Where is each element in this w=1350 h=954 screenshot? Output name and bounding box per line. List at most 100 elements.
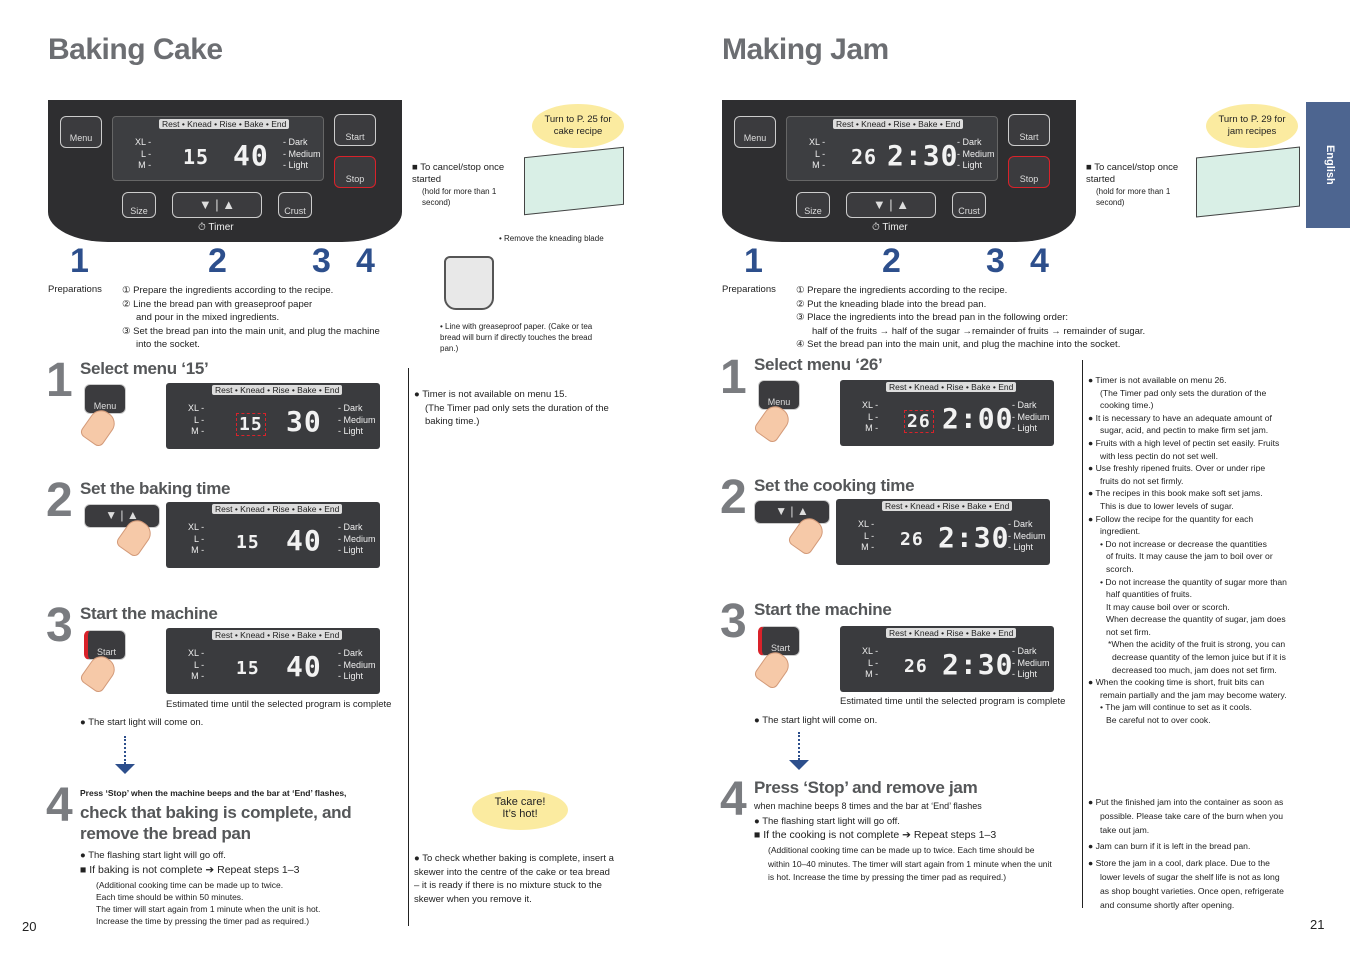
timer-arrows-step2[interactable]: ▼ | ▲	[84, 504, 160, 528]
page-title-left: Baking Cake	[48, 33, 223, 66]
cancel-note: ■ To cancel/stop once started(hold for m…	[412, 162, 505, 207]
take-care-bubble: Take care! It’s hot!	[472, 790, 568, 830]
lcd-step2: Rest • Knead • Rise • Bake • End XL -L -…	[836, 499, 1050, 565]
lcd-display: Rest • Knead • Rise • Bake • End XL -L -…	[786, 116, 998, 181]
bread-pan-icon	[444, 256, 494, 310]
crust-button[interactable]: Crust	[952, 192, 986, 218]
step4-sub: when machine beeps 8 times and the bar a…	[754, 801, 982, 811]
callout-4: 4	[1030, 242, 1049, 280]
start-button[interactable]: Start	[1008, 114, 1050, 146]
lcd-step3: Rest • Knead • Rise • Bake • End XL -L -…	[166, 628, 380, 694]
lcd-menu-number: 26	[904, 656, 928, 677]
language-tab: English	[1306, 102, 1350, 228]
size-button[interactable]: Size	[122, 192, 156, 218]
menu-button[interactable]: Menu	[734, 116, 776, 148]
preparations-list: ① Prepare the ingredients according to t…	[122, 285, 380, 350]
lcd-time: 30	[286, 405, 322, 438]
preparations-list: ① Prepare the ingredients according to t…	[796, 285, 1146, 350]
side-note-left: Timer is not available on menu 15.(The T…	[414, 388, 614, 429]
lcd-time: 40	[286, 650, 322, 683]
step-number-3: 3	[46, 599, 73, 652]
lcd-step1: Rest • Knead • Rise • Bake • End XL -L -…	[840, 380, 1054, 446]
lcd-menu-number: 15	[236, 413, 266, 436]
step4-note: The flashing start light will go off.	[754, 815, 900, 829]
lcd-step1: Rest • Knead • Rise • Bake • End XL -L -…	[166, 383, 380, 449]
step-number-1: 1	[720, 351, 747, 404]
start-light-note: The start light will come on.	[80, 716, 203, 730]
stop-button[interactable]: Stop	[334, 156, 376, 188]
menu-button-step1[interactable]: Menu	[758, 380, 800, 410]
timer-arrows[interactable]: ▼ | ▲	[846, 192, 936, 218]
lcd-crusts: - Dark- Medium- Light	[283, 137, 321, 170]
lcd-menu-number: 26	[851, 145, 878, 169]
page-number-right: 21	[1310, 917, 1325, 932]
callout-1: 1	[744, 242, 763, 280]
stop-button[interactable]: Stop	[1008, 156, 1050, 188]
flow-arrow	[124, 736, 126, 764]
step-number-4: 4	[46, 779, 73, 832]
timer-label: ⏱ Timer	[872, 222, 908, 233]
crust-button[interactable]: Crust	[278, 192, 312, 218]
menu-button-step1[interactable]: Menu	[84, 384, 126, 414]
step4-pre: Press ‘Stop’ when the machine beeps and …	[80, 788, 347, 798]
step-title-2: Set the cooking time	[754, 476, 915, 495]
preparations-label: Preparations	[722, 284, 776, 295]
callout-2: 2	[882, 242, 901, 280]
start-button[interactable]: Start	[334, 114, 376, 146]
menu-button[interactable]: Menu	[60, 116, 102, 148]
check-note: To check whether baking is complete, ins…	[414, 852, 614, 906]
start-button-step3[interactable]: Start	[84, 630, 126, 660]
lcd-menu-number: 26	[904, 410, 934, 433]
callout-3: 3	[986, 242, 1005, 280]
timer-label: ⏱ Timer	[198, 222, 234, 233]
page-number-left: 20	[22, 919, 37, 934]
flow-arrow	[798, 732, 800, 760]
size-button[interactable]: Size	[796, 192, 830, 218]
lcd-menu-number: 26	[900, 529, 924, 550]
preparations-label: Preparations	[48, 284, 102, 295]
timer-arrows[interactable]: ▼ | ▲	[172, 192, 262, 218]
lcd-time: 2:30	[942, 648, 1014, 681]
recipe-bubble: Turn to P. 25 for cake recipe	[532, 104, 624, 148]
repeat-note: ■ If the cooking is not complete ➔ Repea…	[754, 829, 997, 841]
callout-2: 2	[208, 242, 227, 280]
lcd-step3: Rest • Knead • Rise • Bake • End XL -L -…	[840, 626, 1054, 692]
side-notes-right: ● Timer is not available on menu 26. (Th…	[1088, 375, 1287, 726]
lcd-program-bar: Rest • Knead • Rise • Bake • End	[159, 119, 290, 129]
estimated-caption: Estimated time until the selected progra…	[166, 699, 392, 710]
step-number-2: 2	[720, 471, 747, 524]
blade-note: • Remove the kneading blade	[499, 234, 604, 243]
recipe-bubble: Turn to P. 29 for jam recipes	[1206, 104, 1298, 148]
flow-arrow-head	[789, 760, 809, 770]
step-number-3: 3	[720, 595, 747, 648]
lcd-menu-number: 15	[183, 145, 210, 169]
repeat-details: (Additional cooking time can be made up …	[96, 880, 321, 926]
timer-arrows-step2[interactable]: ▼ | ▲	[754, 500, 830, 524]
estimated-caption: Estimated time until the selected progra…	[840, 696, 1066, 707]
step-title-4: check that baking is complete, and remov…	[80, 803, 352, 843]
bottom-notes-right: ● Put the finished jam into the containe…	[1088, 797, 1284, 910]
callout-1: 1	[70, 242, 89, 280]
column-divider-right	[1082, 360, 1083, 908]
step-title-3: Start the machine	[754, 600, 892, 619]
step-title-4: Press ‘Stop’ and remove jam	[754, 778, 978, 797]
lcd-sizes: XL -L -M -	[135, 137, 152, 170]
lcd-menu-number: 15	[236, 658, 260, 679]
callout-3: 3	[312, 242, 331, 280]
step-number-4: 4	[720, 773, 747, 826]
flow-arrow-head	[115, 764, 135, 774]
start-button-step3[interactable]: Start	[758, 626, 800, 656]
step-title-2: Set the baking time	[80, 479, 231, 498]
step-number-1: 1	[46, 354, 73, 407]
page-title-right: Making Jam	[722, 33, 889, 66]
cancel-note: ■ To cancel/stop once started(hold for m…	[1086, 162, 1179, 207]
step-title-1: Select menu ‘26’	[754, 355, 883, 374]
lcd-step2: Rest • Knead • Rise • Bake • End XL -L -…	[166, 502, 380, 568]
step-title-3: Start the machine	[80, 604, 218, 623]
lcd-time: 40	[286, 524, 322, 557]
step-number-2: 2	[46, 474, 73, 527]
step4-note: The flashing start light will go off.	[80, 849, 226, 863]
lcd-menu-number: 15	[236, 532, 260, 553]
lcd-time: 40	[233, 139, 269, 172]
recipe-book-icon	[524, 146, 624, 216]
